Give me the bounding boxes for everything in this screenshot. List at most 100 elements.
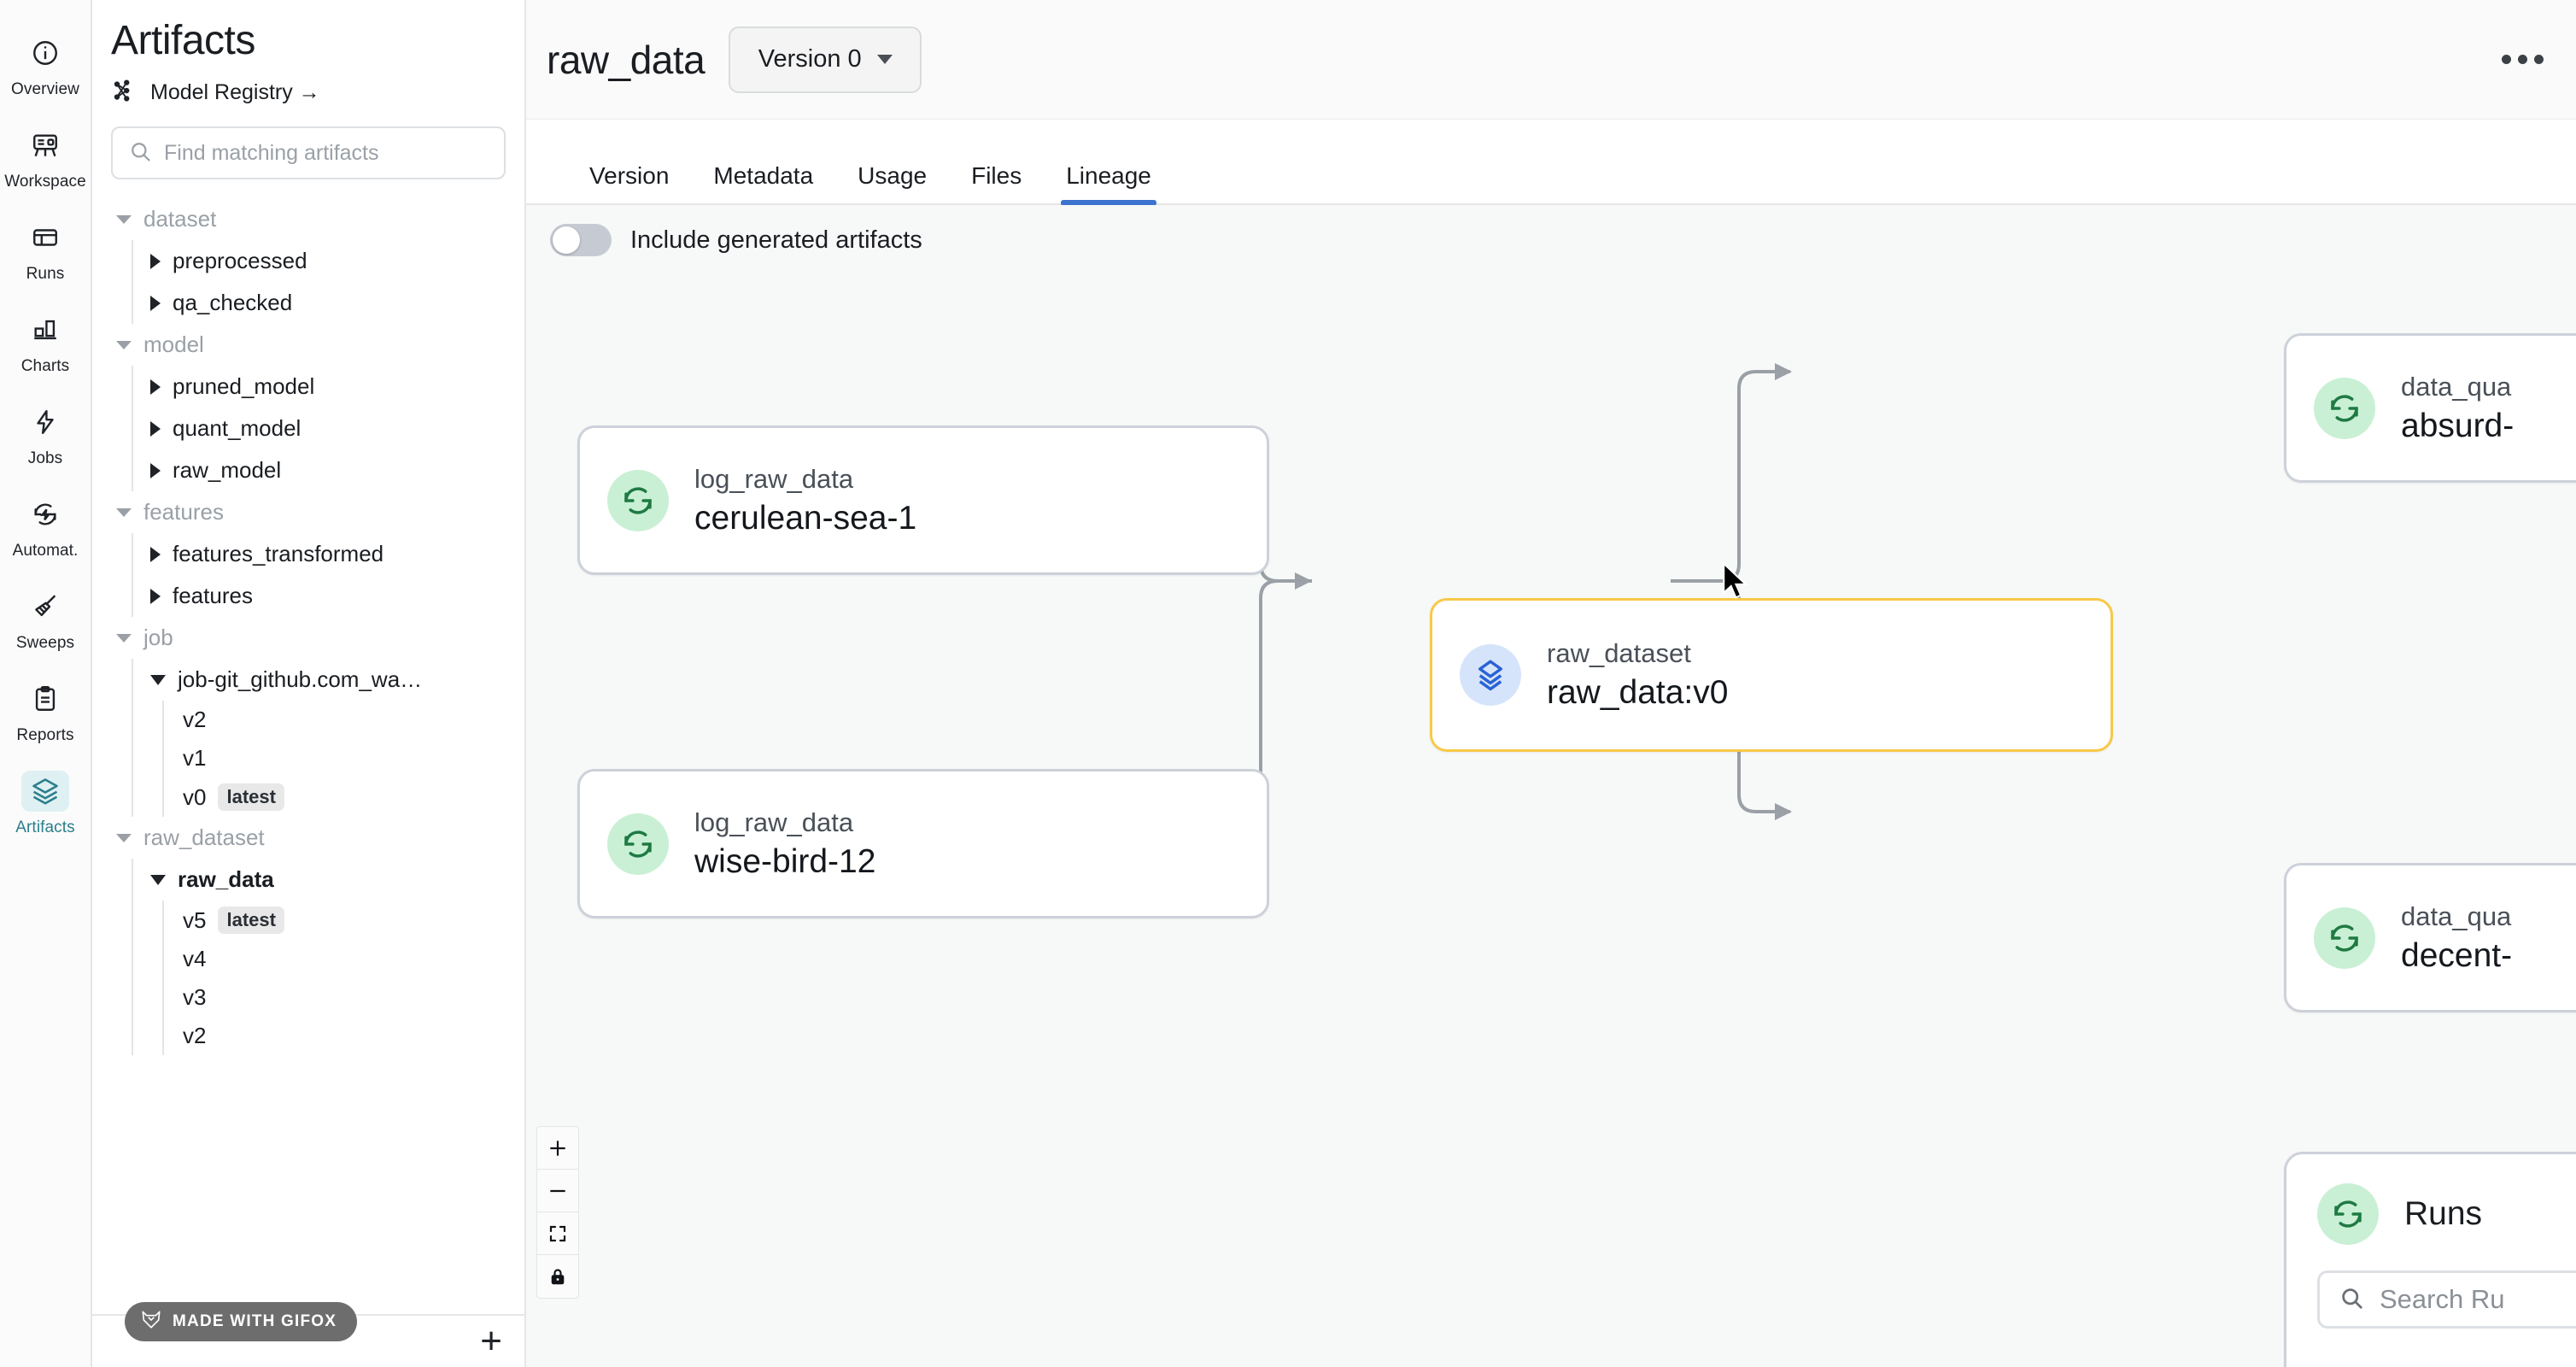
fit-view-button[interactable] (537, 1212, 578, 1255)
chevron-right-icon (150, 420, 161, 437)
artifact-item-preprocessed[interactable]: preprocessed (133, 240, 524, 282)
artifact-item-raw-model[interactable]: raw_model (133, 449, 524, 491)
artifact-item-raw-data[interactable]: raw_data (133, 859, 524, 901)
artifact-item-label: preprocessed (173, 248, 307, 273)
node-type: data_qua (2401, 901, 2512, 931)
latest-badge: latest (218, 906, 284, 934)
node-text: log_raw_data wise-bird-12 (694, 807, 875, 881)
layers-icon (21, 771, 69, 812)
chevron-right-icon (150, 253, 161, 269)
toggle-knob (553, 226, 580, 254)
left-nav-rail: Overview Workspace Runs (0, 0, 92, 1367)
lock-button[interactable] (537, 1255, 578, 1298)
lineage-node-run[interactable]: data_qua absurd- (2284, 333, 2576, 483)
zoom-in-button[interactable] (537, 1127, 578, 1170)
include-generated-artifacts-toggle[interactable] (550, 224, 612, 256)
artifact-group-dataset[interactable]: dataset (92, 198, 524, 240)
version-label: v2 (183, 1023, 207, 1048)
artifact-item-qa-checked[interactable]: qa_checked (133, 282, 524, 324)
artifact-search-box[interactable] (111, 126, 506, 179)
version-item[interactable]: v2 (164, 1017, 524, 1055)
sidebar-label: Overview (11, 80, 79, 98)
lineage-node-run[interactable]: log_raw_data wise-bird-12 (577, 769, 1269, 918)
version-item[interactable]: v3 (164, 978, 524, 1017)
sidebar-item-workspace[interactable]: Workspace (1, 113, 90, 205)
zoom-out-button[interactable] (537, 1170, 578, 1212)
sidebar-item-charts[interactable]: Charts (1, 297, 90, 390)
artifact-group-features[interactable]: features (92, 491, 524, 533)
sidebar-item-runs[interactable]: Runs (1, 205, 90, 297)
node-type: data_qua (2401, 371, 2512, 402)
sidebar-item-overview[interactable]: Overview (1, 21, 90, 113)
chevron-down-icon (116, 633, 132, 642)
version-item[interactable]: v4 (164, 940, 524, 978)
chevron-right-icon (150, 546, 161, 562)
run-refresh-icon (607, 469, 669, 531)
artifact-item-pruned-model[interactable]: pruned_model (133, 366, 524, 408)
sidebar-item-jobs[interactable]: Jobs (1, 390, 90, 482)
overflow-menu-button[interactable] (2502, 55, 2544, 64)
lineage-node-run[interactable]: log_raw_data cerulean-sea-1 (577, 425, 1269, 575)
group-label: dataset (143, 206, 217, 232)
sidebar-item-reports[interactable]: Reports (1, 666, 90, 759)
runs-panel[interactable]: Runs Search Ru (2284, 1152, 2576, 1367)
sidebar-item-sweeps[interactable]: Sweeps (1, 574, 90, 666)
add-artifact-button[interactable]: + (480, 1320, 502, 1362)
runs-search-box[interactable]: Search Ru (2317, 1270, 2576, 1329)
group-label: features (143, 499, 224, 525)
version-label: v3 (183, 984, 207, 1010)
version-label: v2 (183, 707, 207, 732)
latest-badge: latest (218, 783, 284, 811)
version-selector[interactable]: Version 0 (729, 26, 922, 93)
model-registry-link[interactable]: Model Registry → (92, 73, 524, 113)
sidebar-item-automations[interactable]: Automat. (1, 482, 90, 574)
broom-icon (21, 586, 69, 627)
search-input[interactable] (164, 140, 489, 166)
easel-icon (21, 125, 69, 166)
version-selector-label: Version 0 (758, 45, 862, 73)
lineage-node-artifact-selected[interactable]: raw_dataset raw_data:v0 (1430, 598, 2113, 752)
version-item[interactable]: v1 (164, 739, 524, 777)
tab-metadata[interactable]: Metadata (713, 162, 814, 189)
tab-lineage[interactable]: Lineage (1044, 164, 1174, 206)
group-label: raw_dataset (143, 824, 265, 850)
lineage-node-run[interactable]: data_qua decent- (2284, 863, 2576, 1012)
tab-bar: Version Metadata Usage Files Lineage (526, 120, 2576, 206)
version-label: v1 (183, 745, 207, 771)
node-name: raw_data:v0 (1547, 674, 1729, 711)
tab-files[interactable]: Files (971, 162, 1022, 189)
artifact-item-job-git-github-com-wa-[interactable]: job-git_github.com_wa… (133, 659, 524, 701)
node-name: wise-bird-12 (694, 842, 876, 880)
bolt-icon (21, 402, 69, 443)
artifact-item-quant-model[interactable]: quant_model (133, 408, 524, 449)
lineage-canvas[interactable]: Include generated artifacts (526, 205, 2576, 1367)
artifact-group-model[interactable]: model (92, 324, 524, 366)
artifact-search-wrap (92, 113, 524, 179)
table-icon (21, 217, 69, 258)
tab-version[interactable]: Version (589, 162, 670, 189)
artifact-item-features-transformed[interactable]: features_transformed (133, 533, 524, 575)
version-item[interactable]: v2 (164, 701, 524, 739)
artifact-group-children: preprocessed qa_checked (132, 240, 524, 324)
artifact-item-label: features (173, 583, 253, 608)
model-registry-icon (113, 78, 138, 108)
chevron-down-icon (116, 214, 132, 224)
artifact-group-raw_dataset[interactable]: raw_dataset (92, 817, 524, 859)
dot-icon (2534, 55, 2544, 64)
node-name: decent- (2401, 936, 2513, 974)
tab-usage[interactable]: Usage (858, 162, 928, 189)
artifact-item-label: pruned_model (173, 373, 315, 399)
chevron-right-icon (150, 295, 161, 311)
group-label: model (143, 331, 204, 357)
node-text: log_raw_data cerulean-sea-1 (694, 464, 916, 537)
artifact-item-features[interactable]: features (133, 575, 524, 617)
artifact-group-job[interactable]: job (92, 617, 524, 659)
sidebar-item-artifacts[interactable]: Artifacts (1, 759, 90, 851)
include-generated-artifacts-row: Include generated artifacts (550, 224, 922, 256)
